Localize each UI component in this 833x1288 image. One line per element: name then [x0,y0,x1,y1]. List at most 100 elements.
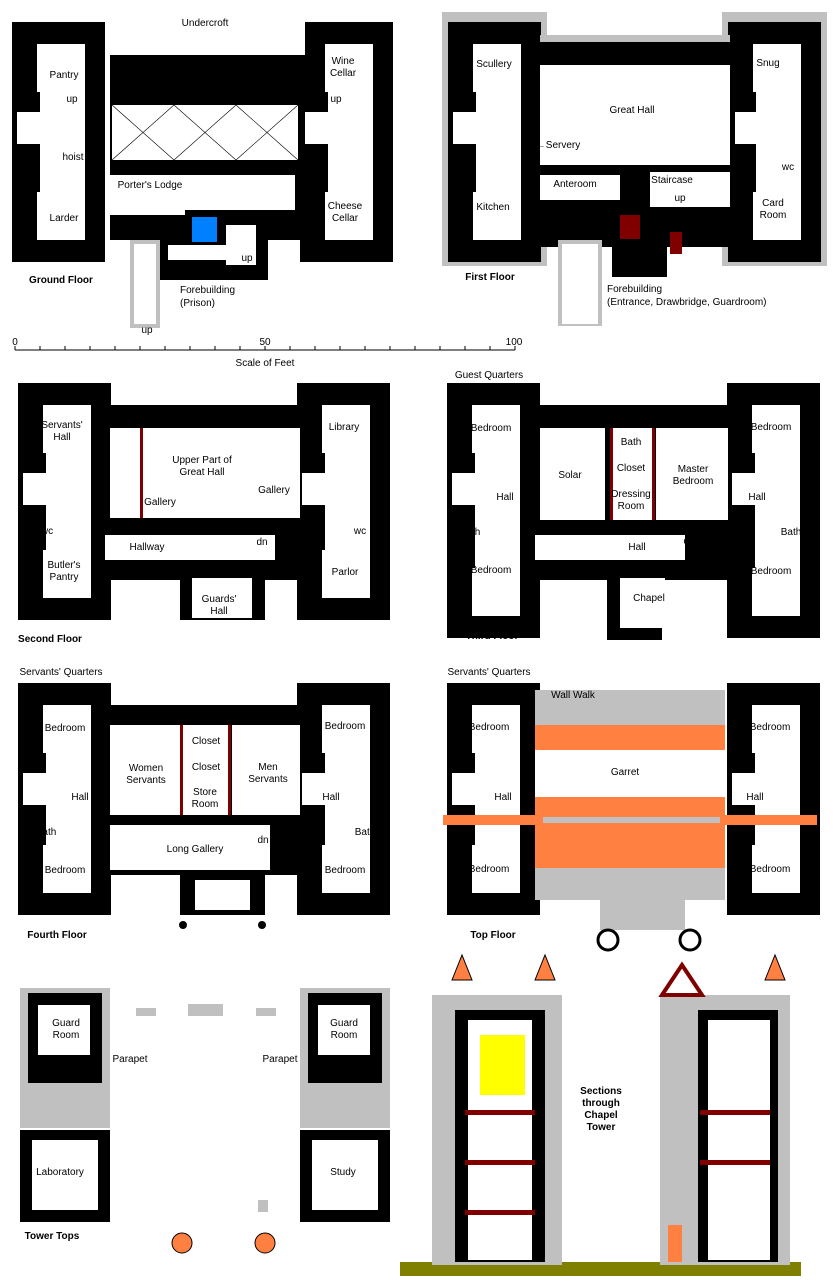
label-bedroom: Bedroom [324,865,366,876]
label-wc: wc [781,162,795,173]
label-wall-walk: Wall Walk [551,690,595,701]
tower-hall [756,92,801,192]
label-bedroom: Bedroom [470,565,512,576]
tower-room [473,44,521,92]
chimney [258,1200,268,1212]
portcullis [670,232,682,254]
label-bath: Bath [780,527,802,538]
chimney [256,1008,276,1016]
tower-room [37,44,85,92]
roof-band [720,815,817,825]
label-parapet: Parapet [262,1054,298,1065]
long-gallery [110,825,270,870]
tower-room [43,405,91,453]
label-card-room: Card Room [759,198,787,221]
spiral-stair [732,473,757,505]
tower-room [322,550,370,598]
tower-room [752,705,800,753]
label-wc: wc [40,526,54,537]
partition [180,725,183,815]
label-up: up [330,94,342,105]
vault-rib [173,104,237,161]
spiral-stair [23,473,48,505]
label-hallway: Hallway [129,542,165,553]
label-dn: dn [683,536,695,547]
label-servants-quarters: Servants' Quarters [447,667,531,678]
tower-void [195,880,250,910]
corner-turret [678,928,702,952]
prison-room [168,245,228,260]
label-solar: Solar [558,470,582,481]
label-bedroom: Bedroom [468,722,510,733]
tower-room [752,568,800,616]
spiral-stair [732,773,757,805]
partition [610,428,613,520]
guard-room [38,1005,90,1055]
solar [540,428,605,520]
ground [400,1262,640,1276]
label-bedroom: Bedroom [750,566,792,577]
label-hoist: hoist [62,152,84,163]
top-room [312,1140,378,1210]
spiral-stair [733,112,758,144]
spiral-stair [302,473,327,505]
roof-band [535,725,725,750]
floor [465,1160,535,1165]
label-gallery: Gallery [144,497,176,508]
label-guard-room: Guard Room [330,1018,358,1041]
label-dn: dn [336,1060,348,1071]
tower-room [43,845,91,893]
label-snug: Snug [756,58,780,69]
label-master-bedroom: Master Bedroom [672,464,714,487]
chimney [136,1008,156,1016]
label-hall: Hall [748,492,766,503]
tower-hall [46,453,91,550]
tower-room [43,705,91,753]
label-kitchen: Kitchen [476,202,510,213]
label-dn: dn [58,1060,70,1071]
label-servants-hall: Servants' Hall [41,420,83,443]
label-bath: Bath [354,827,376,838]
partition [228,725,231,815]
tower-room [322,705,370,753]
tower-hall [40,92,85,192]
label-porters-lodge: Porter's Lodge [117,180,183,191]
label-hall: Hall [71,792,89,803]
anteroom [540,175,620,200]
label-parapet: Parapet [112,1054,148,1065]
label-servery: ←Servery [535,140,581,151]
label-bedroom: Bedroom [749,722,791,733]
tower-room [472,845,520,893]
label-sections: Sections through Chapel Tower [580,1086,622,1133]
chapel-window [480,1035,525,1095]
roof-band [535,797,725,817]
spiral-stair [452,773,477,805]
tower-room [325,192,373,240]
bath-closet-dressing [612,428,652,520]
garret [535,750,725,797]
label-hall: Hall [494,792,512,803]
label-laboratory: Laboratory [36,1167,84,1178]
label-closet: Closet [616,463,646,474]
spiral-stair [17,112,42,144]
label-dn: dn [256,537,268,548]
label-gallery: Gallery [258,485,290,496]
label-guards-hall: Guards' Hall [201,594,237,617]
scale-tick-0: 0 [12,337,18,348]
staircase [650,172,730,207]
tower-room [37,192,85,240]
master-bedroom [656,428,728,520]
tower-room [322,845,370,893]
tower-room [753,44,801,92]
label-bedroom: Bedroom [44,865,86,876]
men-servants [232,725,300,815]
label-staircase: Staircase [651,175,693,186]
label-wine-cellar: Wine Cellar [329,56,357,79]
title-top-floor: Top Floor [470,930,516,941]
label-cheese-cellar: Cheese Cellar [327,201,363,224]
label-store-room: Store Room [191,787,219,810]
floor [465,1110,535,1115]
label-hall: Hall [496,492,514,503]
label-forebuilding-prison: Forebuilding (Prison) [180,285,236,309]
